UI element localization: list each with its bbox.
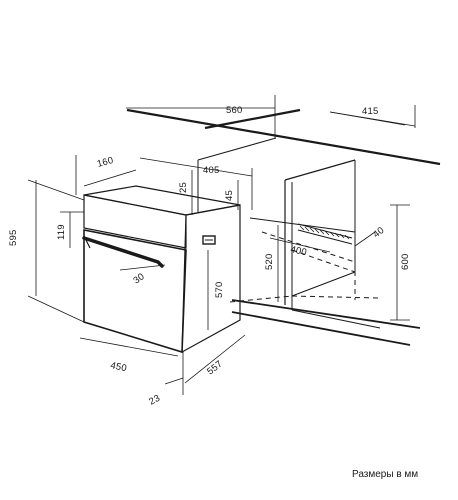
hidden-line-2: [291, 249, 356, 273]
ventilation-slot-hatch: [299, 225, 350, 240]
dim-label-520: 520: [264, 254, 275, 270]
dim-label-400: 400: [289, 244, 307, 258]
dim-label-595: 595: [8, 230, 19, 246]
dim-label-40: 40: [371, 225, 386, 240]
niche-inner-diag: [291, 271, 356, 297]
dim-label-160: 160: [96, 155, 115, 170]
niche-drawing: [126, 108, 441, 346]
oven-door: [83, 229, 187, 354]
hidden-line-3: [291, 295, 379, 299]
hidden-line-5: [229, 295, 293, 303]
oven-handle-end: [83, 235, 91, 249]
dim-label-560: 560: [226, 105, 242, 116]
dimension-labels: 560 415 160 405 25 45 119 595 30 570 450…: [8, 105, 411, 408]
dim-label-415: 415: [362, 106, 378, 117]
oven-control-panel: [83, 194, 187, 249]
dim-label-600: 600: [400, 254, 411, 270]
dim-label-45: 45: [224, 190, 235, 201]
dim-label-25: 25: [178, 182, 189, 193]
ventilation-slot-outline-2: [297, 229, 353, 245]
dim-label-23: 23: [147, 393, 162, 408]
dim-label-570: 570: [214, 282, 225, 298]
dim-label-557: 557: [205, 359, 225, 378]
dim-label-405: 405: [203, 165, 219, 176]
niche-front-top: [284, 159, 356, 181]
shelf-bottom-front: [231, 311, 411, 346]
shelf-bottom: [291, 309, 381, 329]
dim-label-450: 450: [109, 360, 127, 374]
shelf-top-front: [231, 299, 421, 329]
niche-back-line: [197, 137, 277, 161]
oven-door-handle: [82, 236, 164, 268]
side-vent-block: [202, 235, 216, 245]
countertop-front-edge: [126, 108, 441, 166]
oven-side-face: [181, 204, 241, 354]
ventilation-slot-outline: [297, 223, 353, 239]
units-caption: Размеры в мм: [352, 469, 419, 480]
countertop-left-edge: [204, 108, 301, 130]
dimension-lines: [27, 95, 416, 395]
dim-label-119: 119: [56, 224, 67, 240]
oven-drawing: [82, 185, 241, 354]
dim-label-30: 30: [131, 271, 146, 286]
